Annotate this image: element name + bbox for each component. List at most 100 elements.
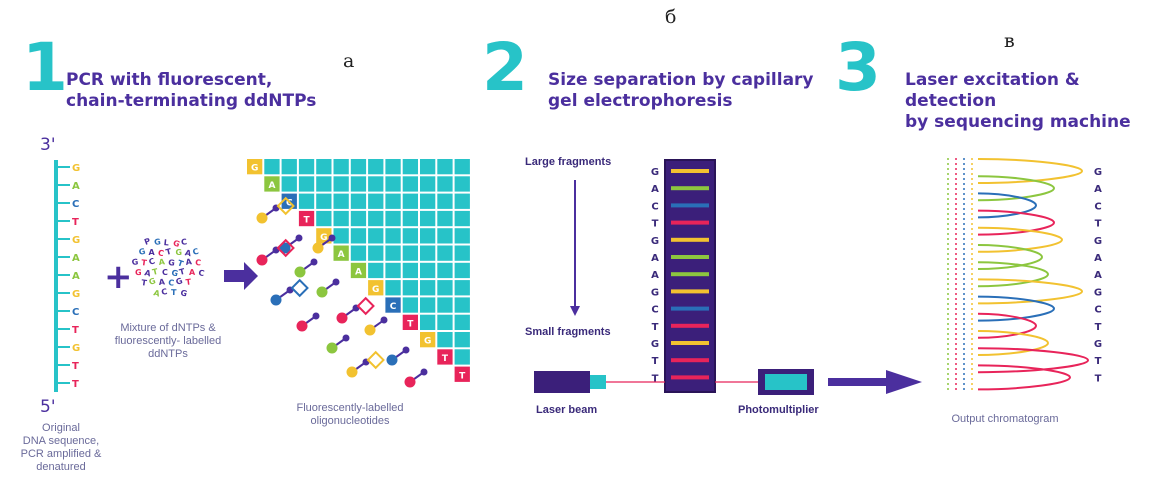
grid-cell [316, 176, 332, 192]
grid-terminator-letter: A [338, 250, 345, 260]
mix-letter: T [185, 277, 192, 287]
grid-cell [454, 280, 470, 296]
chromatogram-letter: G [1094, 236, 1102, 247]
mix-letter: C [148, 256, 157, 267]
grid-cell [402, 193, 418, 209]
strand-base-a: A [72, 271, 80, 282]
chromatogram-letter: T [1095, 373, 1102, 384]
gel-band-g [671, 341, 709, 345]
molecule-atom [420, 368, 428, 376]
chromatogram-letter: A [1094, 184, 1102, 195]
grid-terminator-cell [437, 349, 453, 365]
grid-cell [402, 280, 418, 296]
grid-cell [420, 297, 436, 313]
chromatogram-peak-c [977, 295, 1056, 322]
strand-3prime-label: 3' [40, 135, 56, 155]
mix-letter: T [171, 288, 177, 297]
plus-sign: + [104, 257, 133, 297]
caption-line: oligonucleotides [310, 415, 390, 427]
mix-letter: G [131, 257, 138, 267]
caption-line: PCR amplified & [20, 448, 102, 460]
strand-5prime-label: 5' [40, 397, 56, 417]
mix-letter: T [151, 267, 159, 277]
caption-line: Original [42, 422, 80, 434]
grid-terminator-cell [385, 297, 401, 313]
caption-line: fluorescently- labelled [114, 335, 222, 347]
grid-cell [454, 210, 470, 227]
chromatogram-peak-g [977, 278, 1084, 305]
mix-letter: T [141, 278, 148, 288]
molecule-atom [332, 278, 340, 286]
step-1-title-line2: chain-terminating ddNTPs [66, 91, 317, 111]
grid-cell [402, 210, 418, 227]
molecule-atom [279, 242, 291, 254]
gel-letter: T [652, 373, 659, 384]
mix-letter: A [158, 257, 166, 267]
mixture-caption: Mixture of dNTPs & fluorescently- labell… [98, 322, 238, 361]
mix-letter: T [178, 267, 186, 277]
oligos-caption: Fluorescently-labelled oligonucleotides [270, 402, 430, 428]
grid-cell [368, 262, 384, 279]
gel-letter: A [651, 270, 659, 281]
strand-base-g: G [72, 163, 80, 174]
strand-base-t: T [72, 379, 79, 390]
original-dna-caption: Original DNA sequence, PCR amplified & d… [6, 422, 116, 474]
laser-device [534, 371, 590, 393]
laser-emitter [590, 375, 606, 389]
arrow-right-icon [224, 262, 258, 290]
grid-terminator-letter: A [268, 181, 275, 191]
grid-cell [402, 228, 418, 244]
mix-letter: G [148, 276, 157, 287]
mix-letter: C [161, 287, 169, 297]
molecule-atom [256, 254, 268, 266]
grid-cell [350, 210, 367, 227]
strand-base-g: G [72, 235, 80, 246]
grid-cell [316, 159, 332, 175]
mix-letter: P [143, 236, 152, 247]
gel-letter: A [651, 184, 659, 195]
strand-base-a: A [72, 181, 80, 192]
mix-letter: C [157, 248, 165, 258]
grid-cell [420, 210, 436, 227]
grid-terminator-letter: T [407, 319, 414, 329]
gel-band-g [671, 237, 709, 242]
step-2-title: Size separation by capillary gel electro… [548, 70, 814, 112]
chromatogram-peak-a [977, 244, 1044, 270]
grid-cell [385, 176, 401, 192]
molecule-atom [310, 258, 318, 266]
mix-letter: A [184, 248, 193, 258]
mix-letter: T [165, 247, 173, 257]
grid-cell [385, 159, 401, 175]
mix-letter: G [175, 248, 182, 257]
grid-cell [350, 228, 367, 244]
grid-cell [437, 193, 453, 209]
grid-cell [385, 245, 401, 261]
molecule-ring [276, 238, 295, 258]
gel-band-g [671, 289, 709, 294]
grid-cell [368, 193, 384, 209]
chromatogram-letter: G [1094, 339, 1102, 350]
gel-band-c [671, 306, 709, 311]
molecule-atom [294, 266, 306, 278]
gel-band-t [671, 375, 709, 380]
grid-cell [454, 176, 470, 192]
grid-cell [402, 245, 418, 261]
step-3-title-line1: Laser excitation & detection [905, 70, 1080, 111]
grid-cell [402, 297, 418, 313]
gel-letter: C [651, 201, 658, 212]
grid-cell [420, 262, 436, 279]
mix-letter: C [195, 258, 202, 267]
grid-cell [402, 159, 418, 175]
grid-cell [437, 245, 453, 261]
grid-cell [454, 262, 470, 279]
strand-base-c: C [72, 307, 79, 318]
grid-cell [298, 193, 315, 209]
chromatogram-letter: T [1095, 219, 1102, 230]
chromatogram-letter: T [1095, 322, 1102, 333]
grid-terminator-cell [350, 262, 367, 279]
strand-base-g: G [72, 289, 80, 300]
caption-line: denatured [36, 461, 86, 473]
chromatogram-peak-g [977, 158, 1084, 184]
gel-letter: G [651, 167, 659, 178]
